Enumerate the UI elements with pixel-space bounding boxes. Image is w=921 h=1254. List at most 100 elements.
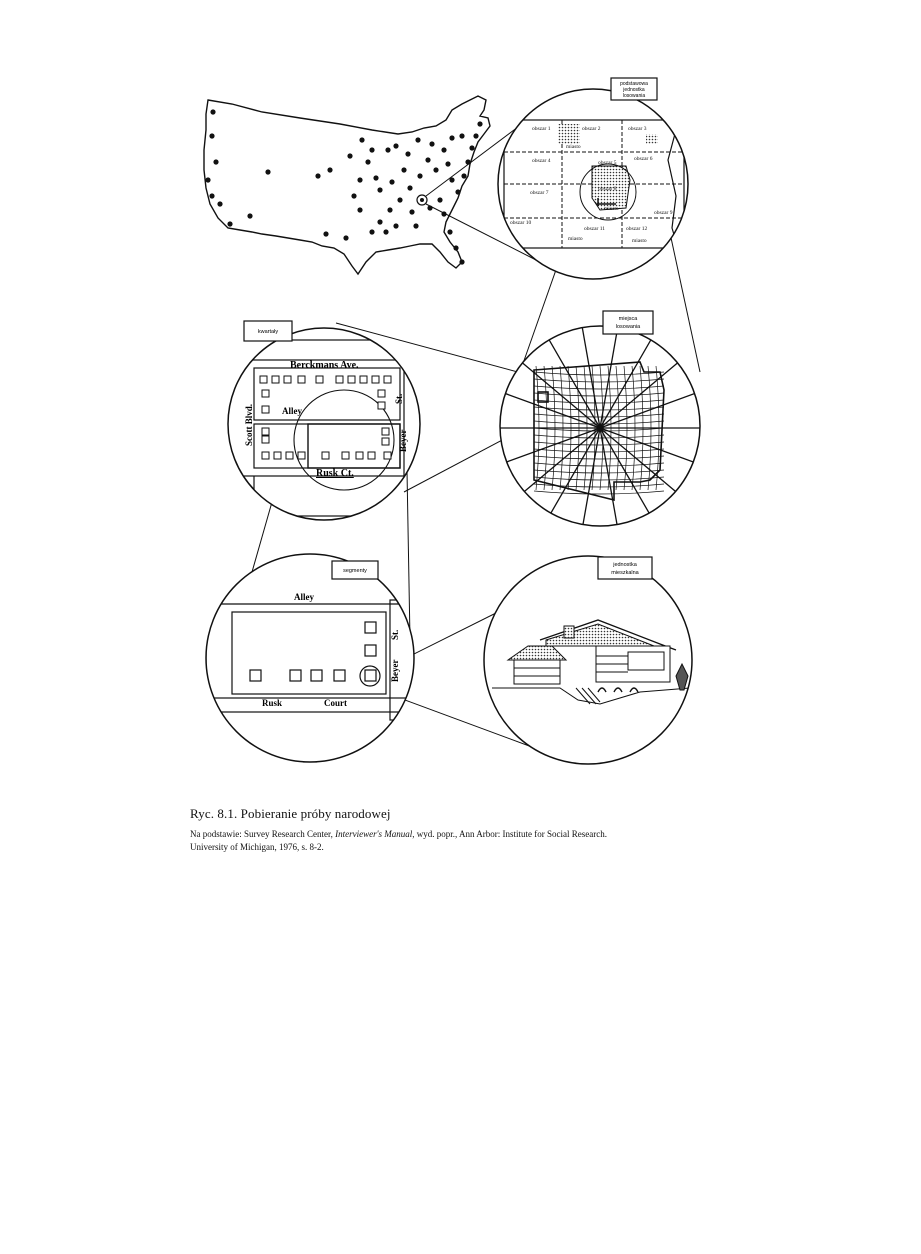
sample-dot: [385, 147, 391, 153]
house-marker: [273, 451, 282, 460]
sample-dots: [205, 109, 483, 265]
segment-street-st: St.: [390, 630, 400, 640]
label-box-dwelling: jednostka mieszkalna: [597, 556, 653, 580]
sample-dot: [465, 159, 471, 165]
source-suffix: , wyd. popr., Ann Arbor: Institute for S…: [412, 829, 607, 839]
sample-dot: [453, 245, 459, 251]
sample-dot: [387, 207, 393, 213]
house-marker: [261, 405, 270, 414]
sample-dot: [417, 173, 423, 179]
dwelling-label-1: jednostka: [612, 562, 637, 568]
dwelling-circle: [483, 555, 693, 765]
label-box-localities: miejsca losowania: [602, 310, 654, 335]
sample-dot: [455, 189, 461, 195]
sample-dot: [445, 161, 451, 167]
sample-dot: [359, 137, 365, 143]
segment-alley-label: Alley: [294, 592, 314, 602]
sample-dot: [365, 159, 371, 165]
grid-area-label: obszar 8: [598, 186, 617, 192]
house-marker: [377, 401, 386, 410]
us-outline: [203, 95, 491, 276]
sample-dot: [209, 133, 215, 139]
grid-area-label: miasto: [566, 144, 581, 150]
house-marker: [271, 375, 280, 384]
street-berckmans: Berckmans Ave.: [290, 360, 359, 371]
label-box-segments: segmenty: [331, 560, 379, 580]
sample-dot: [209, 193, 215, 199]
sample-dot: [213, 159, 219, 165]
house-marker: [297, 451, 306, 460]
sample-dot: [247, 213, 253, 219]
sample-dot: [393, 143, 399, 149]
alley-label: Alley: [282, 406, 302, 416]
house-marker: [261, 451, 270, 460]
grid-area-label: obszar 6: [634, 156, 653, 162]
house-marker: [285, 451, 294, 460]
grid-area-label: miasto: [568, 236, 583, 242]
sample-dot: [409, 209, 415, 215]
sample-dot: [210, 109, 216, 115]
sample-dot: [425, 157, 431, 163]
figure-source: Na podstawie: Survey Research Center, In…: [190, 828, 750, 854]
grid-area-label: obszar 7: [530, 190, 549, 196]
psu-label-1: podstawowa: [620, 81, 648, 87]
sample-dot: [449, 177, 455, 183]
grid-area-label: obszar 2: [582, 126, 601, 132]
grid-area-label: miasto: [632, 238, 647, 244]
house-marker: [377, 389, 386, 398]
grid-area-label: obszar 1: [532, 126, 551, 132]
locality-circle: [499, 325, 701, 527]
grid-area-label: miasto: [604, 206, 619, 212]
psu-label-2: jednostka: [622, 87, 645, 93]
source-line2: University of Michigan, 1976, s. 8-2.: [190, 842, 324, 852]
sample-dot: [369, 229, 375, 235]
sample-dot: [477, 121, 483, 127]
house-illustration: [492, 619, 691, 705]
sample-dot: [473, 133, 479, 139]
house-marker: [297, 375, 306, 384]
sample-dot: [357, 177, 363, 183]
sample-dot: [377, 219, 383, 225]
grid-area-label: obszar 5: [598, 160, 617, 166]
street-st: St.: [394, 394, 404, 404]
label-box-blocks: kwartały: [243, 320, 293, 342]
sample-dot: [383, 229, 389, 235]
street-beyer: Beyer: [398, 430, 408, 453]
sample-dot: [433, 167, 439, 173]
sample-dot: [373, 175, 379, 181]
sample-dot: [405, 151, 411, 157]
grid-area-label: obszar 11: [584, 226, 605, 232]
grid-area-label: obszar 10: [510, 220, 531, 226]
street-scott-blvd: Scott Blvd.: [244, 404, 254, 446]
sample-dot: [315, 173, 321, 179]
house-marker: [261, 389, 270, 398]
house-marker: [261, 427, 270, 436]
segment-street-court: Court: [324, 698, 347, 708]
dwelling-label-2: mieszkalna: [611, 570, 639, 576]
sample-dot: [437, 197, 443, 203]
sample-dot: [343, 235, 349, 241]
house-marker: [335, 375, 344, 384]
figure-caption: Ryc. 8.1. Pobieranie próby narodowej: [190, 806, 391, 821]
segment-street-rusk: Rusk: [262, 698, 282, 708]
localities-label-2: losowania: [616, 324, 641, 330]
sample-dot: [393, 223, 399, 229]
house-marker: [371, 375, 380, 384]
sample-dot: [459, 259, 465, 265]
sample-dot: [447, 229, 453, 235]
psu-label-3: losowania: [623, 93, 645, 99]
sample-dot: [469, 145, 475, 151]
segment-houses: [249, 621, 381, 687]
label-box-psu: podstawowa jednostka losowania: [610, 77, 658, 101]
sample-dot: [351, 193, 357, 199]
segment-street-beyer: Beyer: [390, 660, 400, 683]
sample-dot: [413, 223, 419, 229]
grid-area-label: obszar 3: [628, 126, 647, 132]
house-marker: [315, 375, 324, 384]
segments-label: segmenty: [343, 568, 367, 574]
house-marker: [355, 451, 364, 460]
blocks-circle: Berckmans Ave. Alley Rusk Ct. Scott Blvd…: [227, 327, 421, 521]
sample-dot: [217, 201, 223, 207]
sample-dot: [407, 185, 413, 191]
